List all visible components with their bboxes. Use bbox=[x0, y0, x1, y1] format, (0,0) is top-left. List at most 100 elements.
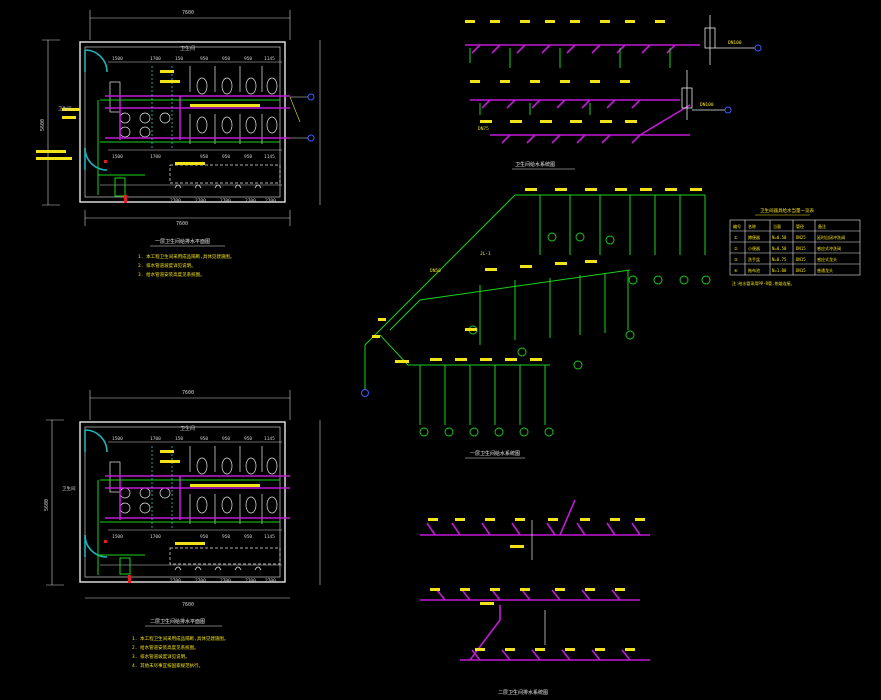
legend-row: ① 蹲便器 N=0.50 DN25 延时自闭冲洗阀 bbox=[734, 234, 845, 240]
svg-text:1145: 1145 bbox=[264, 534, 275, 540]
svg-text:当量: 当量 bbox=[773, 223, 781, 229]
svg-text:N=0.75: N=0.75 bbox=[772, 257, 787, 262]
toilet-icon bbox=[245, 116, 257, 134]
toilet-icon bbox=[266, 496, 278, 514]
toilet-icon bbox=[266, 116, 278, 134]
svg-text:名称: 名称 bbox=[748, 223, 756, 229]
svg-text:1145: 1145 bbox=[264, 436, 275, 442]
supply-system-diagram: 卫生间给水系统图 bbox=[361, 161, 711, 459]
svg-text:3. 给水管道安装高度见系统图。: 3. 给水管道安装高度见系统图。 bbox=[138, 271, 205, 278]
legend-footnote: 注:给水管采用PP-R管,热熔连接。 bbox=[732, 280, 794, 286]
system-caption: 一层卫生间给水系统图 bbox=[470, 450, 520, 457]
svg-text:拖布池: 拖布池 bbox=[748, 267, 760, 273]
legend-row: ② 小便器 N=0.50 DN15 感应式冲洗阀 bbox=[734, 245, 841, 251]
svg-text:2700: 2700 bbox=[265, 578, 276, 584]
svg-text:备注: 备注 bbox=[818, 223, 826, 229]
svg-text:2700: 2700 bbox=[170, 578, 181, 584]
dim-row-top: 1500 1700 150 950 950 950 1145 bbox=[112, 56, 275, 62]
svg-text:洗手盆: 洗手盆 bbox=[748, 256, 760, 262]
svg-text:1500: 1500 bbox=[112, 534, 123, 540]
toilet-icon bbox=[196, 116, 208, 134]
svg-text:N=0.50: N=0.50 bbox=[772, 246, 787, 251]
svg-text:1145: 1145 bbox=[264, 154, 275, 160]
legend-table: 卫生间器具给水当量一览表 编号 名称 当量 管径 备注 ① 蹲便器 N=0.50… bbox=[729, 207, 861, 286]
svg-text:②: ② bbox=[734, 246, 738, 251]
svg-text:③: ③ bbox=[734, 257, 738, 262]
svg-text:DN15: DN15 bbox=[796, 246, 806, 251]
basin-icon bbox=[139, 126, 151, 138]
svg-text:1. 本工程卫生间采用成品隔断,具体见建施图。: 1. 本工程卫生间采用成品隔断,具体见建施图。 bbox=[138, 253, 234, 260]
svg-text:1700: 1700 bbox=[150, 436, 161, 442]
overall-height-label: 5600 bbox=[44, 499, 50, 511]
svg-text:2700: 2700 bbox=[220, 578, 231, 584]
pipe-annotation-labels bbox=[160, 450, 260, 545]
pipe-size-label: DN100 bbox=[728, 40, 742, 46]
toilet-icon bbox=[196, 496, 208, 514]
plan-notes: 1. 本工程卫生间采用成品隔断,具体见建施图。 2. 给水管道安装高度见系统图。… bbox=[132, 635, 228, 669]
pipe-size-label: DN75 bbox=[478, 126, 489, 132]
pipe-annotation-labels bbox=[372, 188, 702, 363]
pipe-size-label: DN100 bbox=[700, 102, 714, 108]
system-title: 二层卫生间排水系统图 bbox=[498, 689, 548, 696]
svg-text:2700: 2700 bbox=[265, 198, 276, 204]
toilet-icon bbox=[221, 457, 233, 475]
svg-text:950: 950 bbox=[244, 154, 252, 160]
plan-notes: 1. 本工程卫生间采用成品隔断,具体见建施图。 2. 排水管道坡度详见说明。 3… bbox=[138, 253, 234, 278]
svg-text:950: 950 bbox=[244, 436, 252, 442]
basin-icon bbox=[159, 112, 171, 124]
svg-text:蹲便器: 蹲便器 bbox=[748, 234, 760, 240]
floor-plan-bottom: 7600 7600 5600 1500 1700 150 950 950 950… bbox=[44, 390, 321, 669]
svg-text:DN15: DN15 bbox=[796, 257, 806, 262]
svg-text:感应式冲洗阀: 感应式冲洗阀 bbox=[817, 245, 841, 251]
plan-title: 一层卫生间给排水平面图 bbox=[155, 238, 210, 245]
urinals-top bbox=[174, 184, 262, 189]
dim-row-bottom: 1500 1700 950 950 950 1145 bbox=[112, 534, 275, 540]
dim-row-top: 1500 1700 150 950 950 950 1145 bbox=[112, 436, 275, 442]
side-label: 卫生间 bbox=[62, 485, 76, 492]
svg-text:950: 950 bbox=[244, 56, 252, 62]
riser-marker-icon bbox=[361, 389, 369, 397]
dimension-frame bbox=[42, 10, 321, 226]
svg-text:①: ① bbox=[734, 235, 738, 240]
svg-text:950: 950 bbox=[222, 534, 230, 540]
toilet-icon bbox=[266, 77, 278, 95]
svg-text:150: 150 bbox=[175, 436, 183, 442]
room-label: 卫生间 bbox=[180, 45, 195, 52]
toilet-icon bbox=[196, 77, 208, 95]
svg-text:950: 950 bbox=[200, 534, 208, 540]
valve-marks bbox=[104, 160, 127, 203]
svg-text:1700: 1700 bbox=[150, 154, 161, 160]
supply-lines bbox=[364, 194, 706, 425]
toilet-icon bbox=[221, 116, 233, 134]
toilet-stalls-top bbox=[109, 66, 281, 184]
svg-text:DN25: DN25 bbox=[796, 235, 806, 240]
basin-icon bbox=[119, 502, 131, 514]
svg-text:N=0.50: N=0.50 bbox=[772, 235, 787, 240]
pipe-annotation-labels bbox=[428, 518, 645, 651]
basin-icon bbox=[139, 502, 151, 514]
svg-text:小便器: 小便器 bbox=[748, 245, 760, 251]
svg-text:950: 950 bbox=[222, 436, 230, 442]
svg-text:感应式龙头: 感应式龙头 bbox=[817, 256, 837, 262]
svg-text:2700: 2700 bbox=[170, 198, 181, 204]
svg-text:DN15: DN15 bbox=[796, 268, 806, 273]
basin-icon bbox=[139, 487, 151, 499]
toilet-icon bbox=[266, 457, 278, 475]
toilet-icon bbox=[245, 457, 257, 475]
fixture-marker-icon bbox=[419, 232, 711, 437]
riser-marker-icon bbox=[724, 44, 762, 114]
drainage-pipes bbox=[105, 95, 290, 140]
svg-text:2700: 2700 bbox=[245, 198, 256, 204]
svg-text:1700: 1700 bbox=[150, 56, 161, 62]
supply-pipes bbox=[97, 99, 280, 197]
svg-text:1500: 1500 bbox=[112, 436, 123, 442]
svg-text:2700: 2700 bbox=[195, 198, 206, 204]
floor-plan-top: 7600 7600 5600 1500 1700 150 950 950 950 bbox=[36, 10, 321, 278]
drainage-isometric-bottom: 二层卫生间排水系统图 bbox=[420, 499, 650, 696]
legend-row: ④ 拖布池 N=1.00 DN15 普通龙头 bbox=[734, 267, 833, 273]
legend-row: ③ 洗手盆 N=0.75 DN15 感应式龙头 bbox=[734, 256, 837, 262]
drainage-line bbox=[420, 499, 650, 661]
overall-width-label: 7600 bbox=[182, 10, 194, 16]
svg-text:950: 950 bbox=[244, 534, 252, 540]
